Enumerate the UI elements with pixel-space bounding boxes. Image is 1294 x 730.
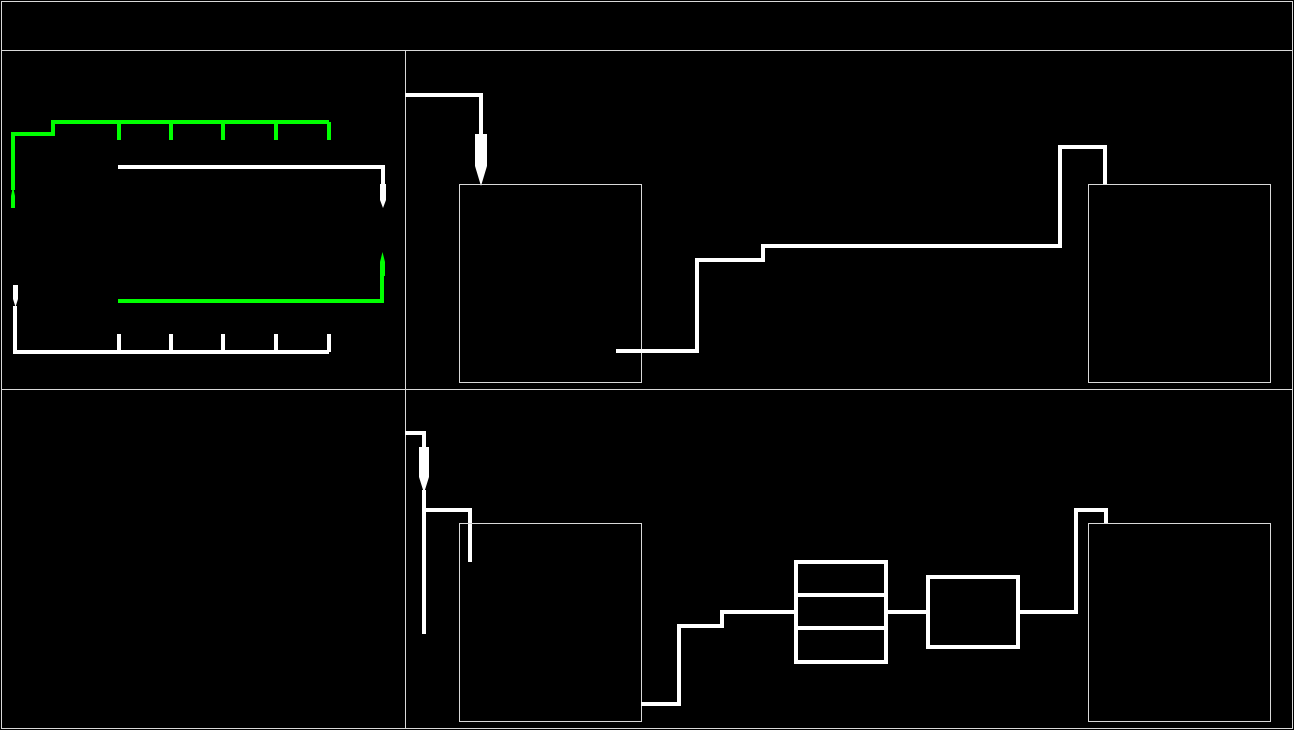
manifold-diagram <box>11 120 386 354</box>
nozzle-icon <box>380 252 385 276</box>
nozzle-icon <box>380 184 386 208</box>
white-top-pipe <box>118 165 385 186</box>
branch-pipe <box>424 508 472 562</box>
pump-box-icon <box>926 575 1020 649</box>
tank-icon <box>459 184 642 383</box>
transfer-pipe <box>616 145 1107 353</box>
filter-stack-icon <box>794 560 888 664</box>
outlet-pipe <box>1018 508 1108 614</box>
nozzle-icon <box>13 285 18 307</box>
white-manifold-taps <box>117 334 331 352</box>
green-manifold-taps <box>117 122 331 140</box>
nozzle-icon <box>475 134 487 186</box>
tank-icon <box>1088 523 1271 722</box>
process-line-top <box>405 93 1271 383</box>
nozzle-icon <box>419 447 429 493</box>
feed-pipe <box>405 93 483 136</box>
tank-icon <box>459 523 642 722</box>
filter-housing <box>794 560 888 664</box>
tank-icon <box>1088 184 1271 383</box>
green-supply-manifold <box>11 120 329 190</box>
nozzle-icon <box>11 186 15 208</box>
process-line-bottom <box>405 431 1271 722</box>
transfer-pipe <box>641 610 796 706</box>
feed-pipe <box>405 431 426 449</box>
green-return-pipe <box>118 274 384 303</box>
